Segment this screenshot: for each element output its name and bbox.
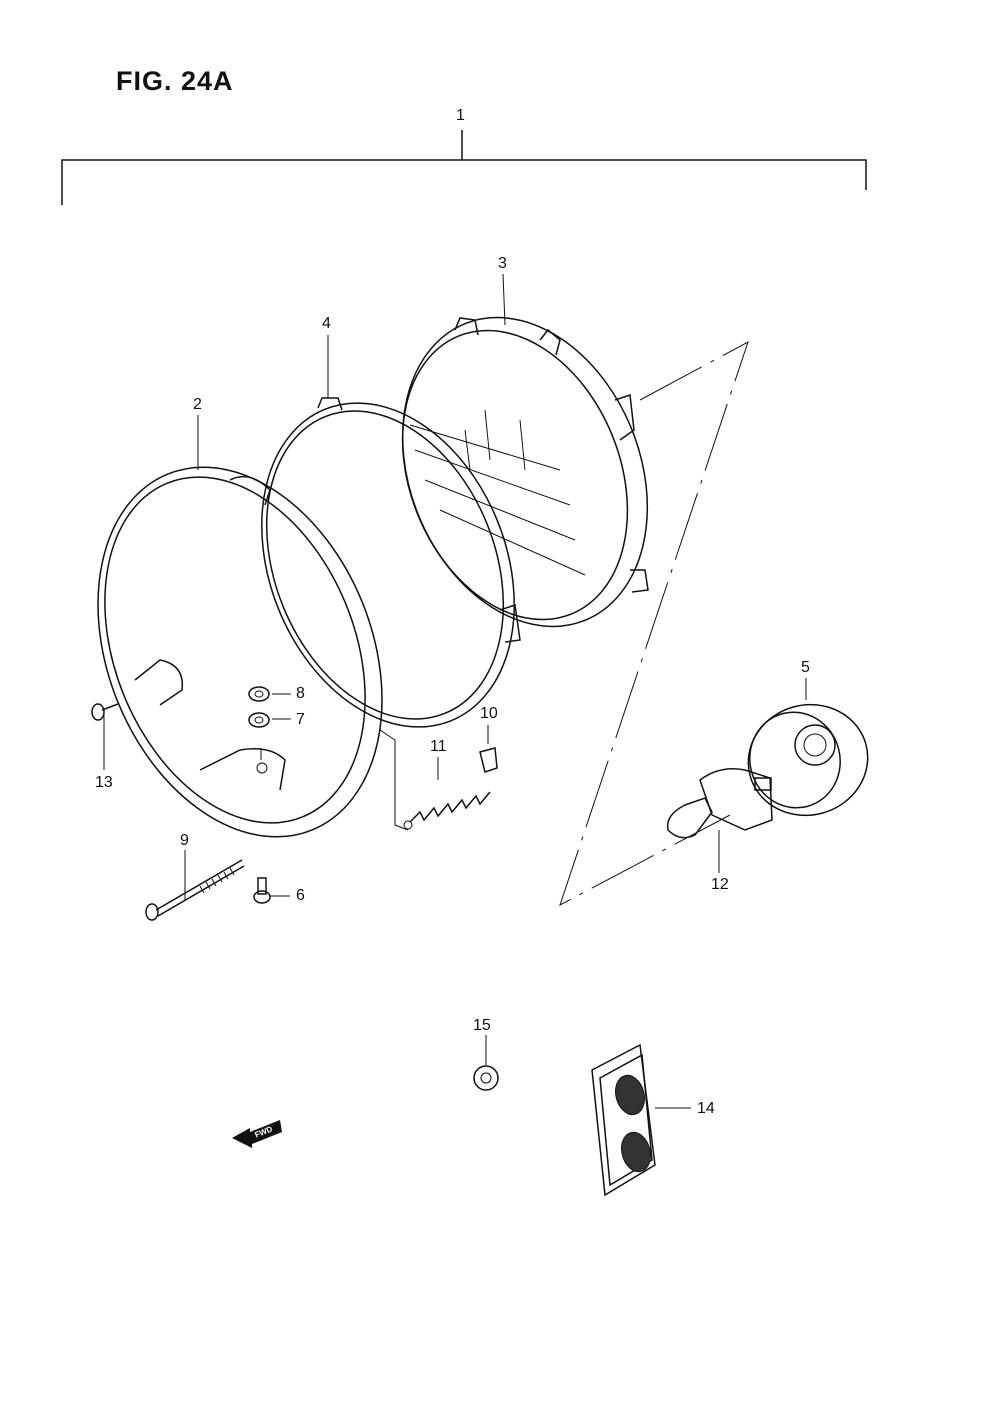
callout-8: 8 (296, 685, 305, 702)
callout-15: 15 (473, 1017, 491, 1034)
callout-5: 5 (801, 659, 810, 676)
callout-14: 14 (697, 1100, 715, 1117)
screw-13 (91, 703, 119, 721)
callout-9: 9 (180, 832, 189, 849)
callout-12: 12 (711, 876, 729, 893)
socket-cover (747, 703, 869, 817)
callout-6: 6 (296, 887, 305, 904)
assembly-bracket (61, 130, 867, 205)
callout-4: 4 (322, 315, 331, 332)
callout-13: 13 (95, 774, 113, 791)
leader-lines (103, 273, 807, 1109)
nut-7 (248, 712, 270, 728)
callout-7: 7 (296, 711, 305, 728)
callout-2: 2 (193, 396, 202, 413)
exploded-view-outline (559, 340, 749, 907)
bulb (666, 768, 773, 839)
callout-3: 3 (498, 255, 507, 272)
seal-ring (261, 397, 515, 728)
figure-title: FIG. 24A (116, 66, 234, 96)
bolt-6 (253, 877, 271, 904)
nut-8 (248, 686, 270, 702)
headlamp-rim (97, 466, 383, 838)
adjusting-screw (145, 859, 245, 921)
spring (403, 791, 491, 830)
reflector (591, 1043, 656, 1197)
clip-nut (479, 747, 498, 773)
fwd-arrow-icon: FWD (232, 1120, 282, 1148)
lamp-unit (401, 316, 649, 643)
grommet (473, 1065, 499, 1091)
callout-10: 10 (480, 705, 498, 722)
callout-11: 11 (430, 738, 447, 755)
callout-1: 1 (456, 107, 465, 124)
